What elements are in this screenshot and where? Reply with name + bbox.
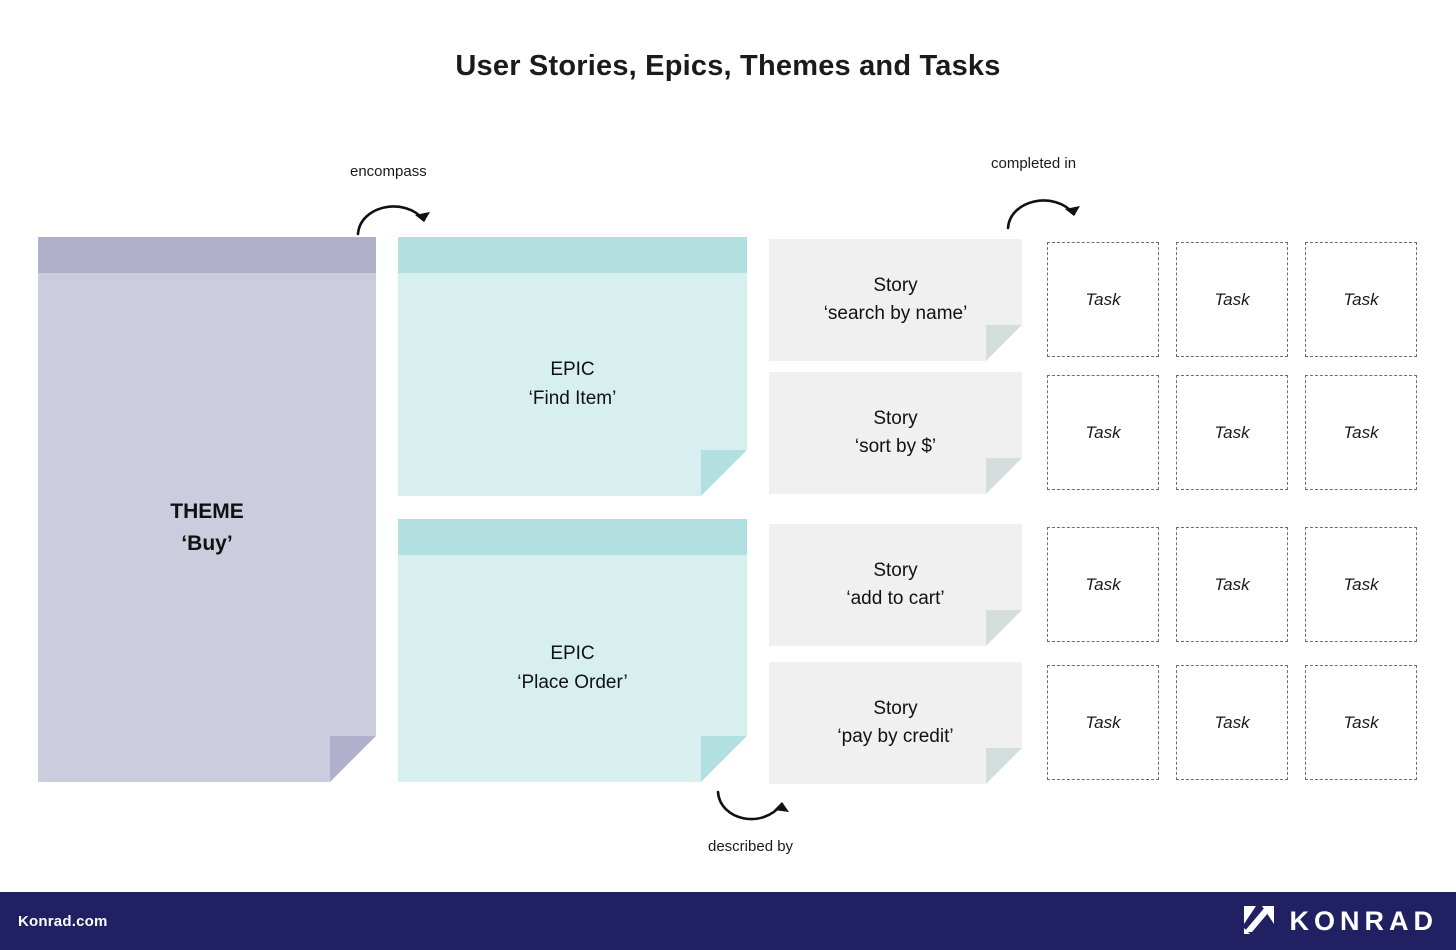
story-card-kind: Story [873,559,918,581]
folded-corner-icon [986,748,1022,784]
folded-corner-icon [986,458,1022,494]
theme-card[interactable]: THEME ‘Buy’ [38,237,376,782]
task-box[interactable]: Task [1047,527,1159,642]
task-box[interactable]: Task [1047,242,1159,357]
annotation-label-described-by: described by [708,838,794,855]
story-card-body: Story ‘search by name’ [769,239,1022,361]
story-card-kind: Story [873,274,918,296]
folded-corner-icon [986,325,1022,361]
theme-card-band [38,237,376,273]
folded-corner-icon [330,736,376,782]
epic-card-body: EPIC ‘Place Order’ [398,555,747,782]
story-card-body: Story ‘add to cart’ [769,524,1022,646]
folded-corner-icon [986,610,1022,646]
theme-card-kind: THEME [170,500,244,523]
task-box[interactable]: Task [1176,375,1288,490]
page-title: User Stories, Epics, Themes and Tasks [455,50,1001,82]
curved-arrow-up-right-icon [710,786,800,837]
task-box[interactable]: Task [1047,665,1159,780]
folded-corner-icon [701,736,747,782]
story-card-name: ‘pay by credit’ [837,726,954,747]
theme-card-text: THEME ‘Buy’ [170,496,244,559]
story-card-name: ‘search by name’ [823,303,968,324]
story-card-kind: Story [873,407,918,429]
epic-card-name: ‘Place Order’ [517,671,628,693]
curved-arrow-right-down-icon [1002,184,1092,237]
epic-card-kind: EPIC [550,359,595,380]
story-card-body: Story ‘sort by $’ [769,372,1022,494]
story-card-text: Story ‘add to cart’ [846,557,944,614]
footer-wordmark: KONRAD [1289,905,1438,936]
folded-corner-icon [701,450,747,496]
task-box[interactable]: Task [1047,375,1159,490]
story-card-add-to-cart[interactable]: Story ‘add to cart’ [769,524,1022,646]
epic-card-find-item[interactable]: EPIC ‘Find Item’ [398,237,747,496]
footer-bar: Konrad.com KONRAD [0,892,1456,950]
epic-card-text: EPIC ‘Find Item’ [529,356,617,413]
epic-card-band [398,237,747,273]
epic-card-place-order[interactable]: EPIC ‘Place Order’ [398,519,747,782]
story-card-body: Story ‘pay by credit’ [769,662,1022,784]
task-box[interactable]: Task [1305,242,1417,357]
theme-card-name: ‘Buy’ [181,531,233,555]
konrad-mark-icon [1242,902,1276,941]
task-box[interactable]: Task [1305,375,1417,490]
epic-card-text: EPIC ‘Place Order’ [517,640,628,697]
annotation-label-completed-in: completed in [991,155,1077,172]
annotation-label-encompass: encompass [350,163,427,180]
theme-card-body: THEME ‘Buy’ [38,273,376,782]
story-card-text: Story ‘sort by $’ [855,405,936,462]
footer-site-label[interactable]: Konrad.com [18,912,108,930]
task-box[interactable]: Task [1176,527,1288,642]
epic-card-name: ‘Find Item’ [528,387,617,409]
story-card-text: Story ‘search by name’ [824,272,968,329]
story-card-sort-by-price[interactable]: Story ‘sort by $’ [769,372,1022,494]
epic-card-kind: EPIC [550,643,595,664]
story-card-name: ‘add to cart’ [846,588,945,609]
story-card-name: ‘sort by $’ [854,436,937,457]
story-card-search-by-name[interactable]: Story ‘search by name’ [769,239,1022,361]
epic-card-band [398,519,747,555]
story-card-kind: Story [873,697,918,719]
footer-brand: KONRAD [1242,902,1439,941]
task-box[interactable]: Task [1305,665,1417,780]
story-card-text: Story ‘pay by credit’ [837,695,953,752]
story-card-pay-by-credit[interactable]: Story ‘pay by credit’ [769,662,1022,784]
epic-card-body: EPIC ‘Find Item’ [398,273,747,496]
task-box[interactable]: Task [1176,665,1288,780]
task-box[interactable]: Task [1176,242,1288,357]
task-box[interactable]: Task [1305,527,1417,642]
curved-arrow-right-down-icon [352,190,442,243]
